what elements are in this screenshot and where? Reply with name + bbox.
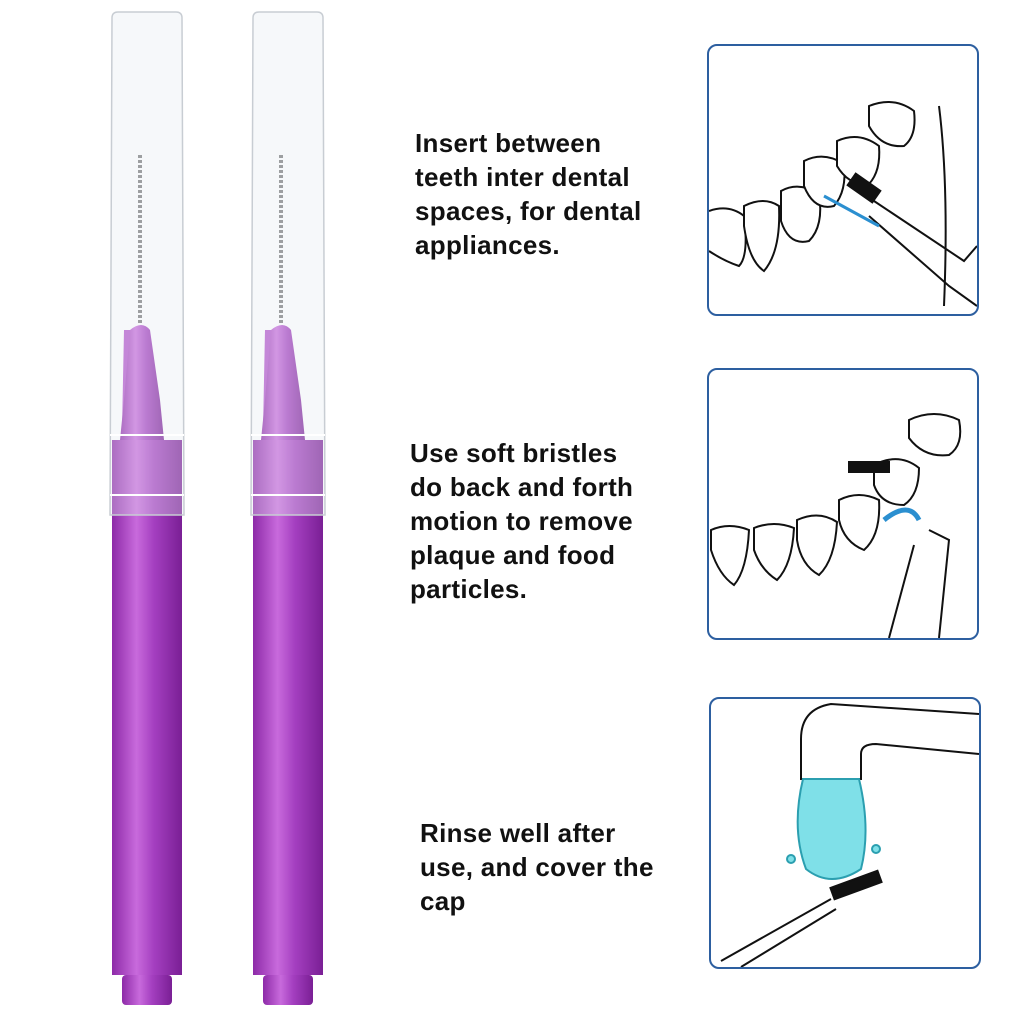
interdental-brush-1 <box>109 11 185 1005</box>
step-1-line: spaces, for dental <box>415 196 642 226</box>
step-3-line: cap <box>420 886 466 916</box>
step-1-text: Insert between teeth inter dental spaces… <box>415 126 641 262</box>
interdental-brush-2 <box>250 11 326 1005</box>
step-2-text: Use soft bristles do back and forth moti… <box>410 436 633 606</box>
step-2-line: plaque and food <box>410 540 616 570</box>
step-3-text: Rinse well after use, and cover the cap <box>420 816 654 918</box>
step-2-line: motion to remove <box>410 506 633 536</box>
step-2-line: do back and forth <box>410 472 634 502</box>
step-1-line: Insert between <box>415 128 602 158</box>
step-3-line: Rinse well after <box>420 818 616 848</box>
step-2-line: Use soft bristles <box>410 438 618 468</box>
step-3-line: use, and cover the <box>420 852 654 882</box>
rinse-under-tap-illustration <box>709 697 981 969</box>
step-1-line: teeth inter dental <box>415 162 630 192</box>
brushing-motion-illustration <box>707 368 979 640</box>
step-1-line: appliances. <box>415 230 560 260</box>
step-2-line: particles. <box>410 574 528 604</box>
insert-between-teeth-illustration <box>707 44 979 316</box>
